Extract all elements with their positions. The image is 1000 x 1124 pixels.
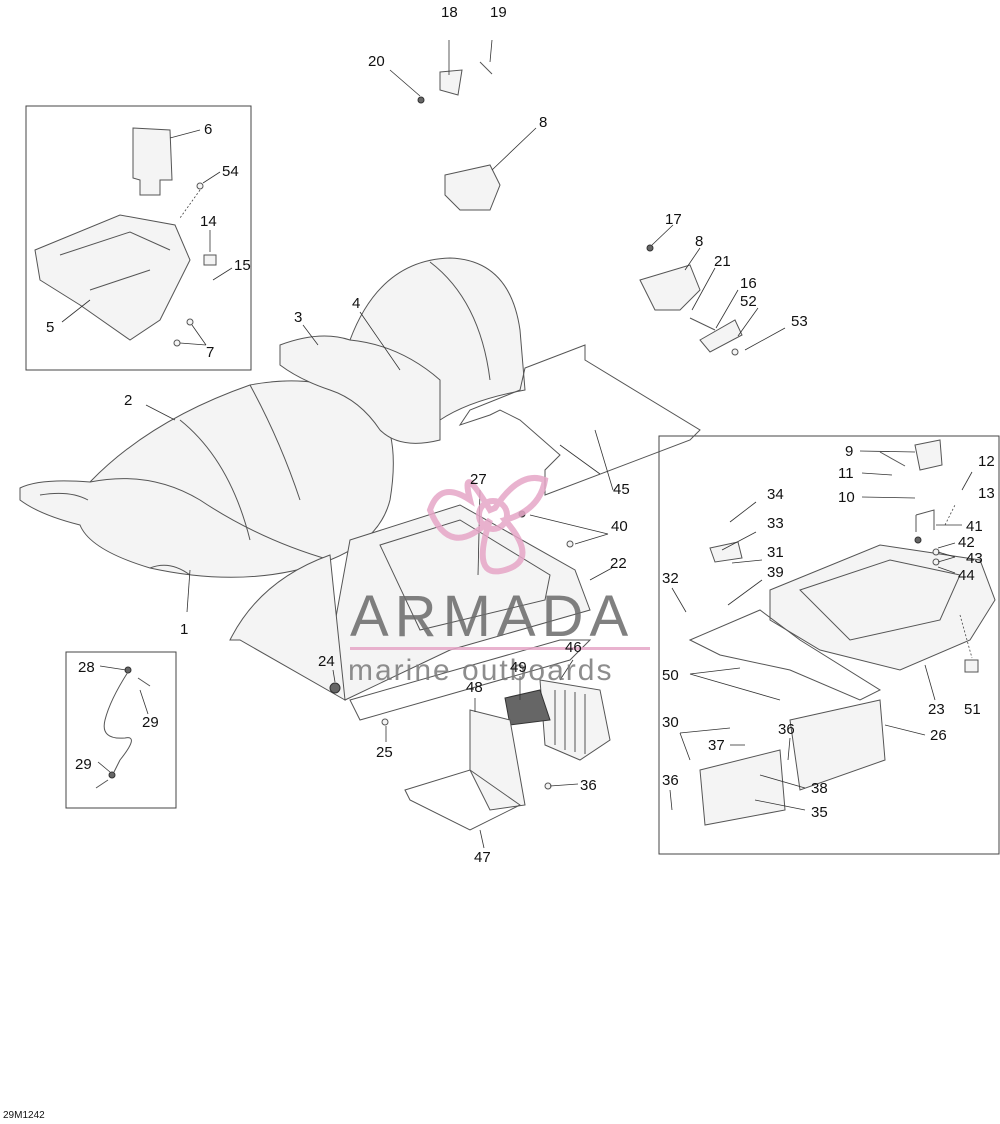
watermark-brand: ARMADA: [350, 584, 634, 649]
callout-3: 3: [294, 309, 302, 326]
part-17: [646, 244, 654, 252]
part-24: [329, 682, 341, 694]
part-seat: [19, 380, 394, 578]
part-side-panel: [504, 679, 611, 761]
callout-43: 43: [966, 550, 983, 567]
callout-6: 6: [204, 121, 212, 138]
watermark-underline: [350, 647, 650, 650]
part-52: [699, 319, 743, 353]
callout-54: 54: [222, 163, 239, 180]
leader-lines: [61, 39, 973, 849]
callout-1: 1: [180, 621, 188, 638]
callout-11: 11: [838, 465, 854, 482]
part-7a: [186, 318, 194, 326]
callout-44: 44: [958, 567, 975, 584]
watermark: ARMADA marine outboards: [348, 474, 650, 687]
part-54: [196, 182, 204, 190]
callout-13: 13: [978, 485, 995, 502]
callout-50: 50: [662, 667, 679, 684]
part-40b: [566, 540, 574, 548]
callout-36b: 36: [662, 772, 679, 789]
callout-23: 23: [928, 701, 945, 718]
callout-19: 19: [490, 4, 507, 21]
inset-frame-rack: [658, 435, 1000, 855]
callout-14: 14: [200, 213, 217, 230]
callout-51: 51: [964, 701, 981, 718]
part-14: [203, 254, 217, 266]
callout-39: 39: [767, 564, 784, 581]
part-backrest-frame: [34, 127, 191, 341]
callout-30: 30: [662, 714, 679, 731]
part-16: [689, 317, 716, 331]
callout-31: 31: [767, 544, 784, 561]
callout-20: 20: [368, 53, 385, 70]
callout-37: 37: [708, 737, 725, 754]
callout-26: 26: [930, 727, 947, 744]
callout-22: 22: [610, 555, 627, 572]
callout-17: 17: [665, 211, 682, 228]
watermark-tagline: marine outboards: [348, 654, 613, 687]
part-18: [439, 69, 463, 96]
callout-36a: 36: [778, 721, 795, 738]
callout-8b: 8: [695, 233, 703, 250]
part-lower-bin: [404, 709, 526, 831]
callout-24: 24: [318, 653, 335, 670]
callout-2: 2: [124, 392, 132, 409]
reference-code: 29M1242: [3, 1110, 45, 1121]
callout-49: 49: [510, 659, 527, 676]
callout-32: 32: [662, 570, 679, 587]
callout-48: 48: [466, 679, 483, 696]
callout-53: 53: [791, 313, 808, 330]
part-7b: [173, 339, 181, 347]
callout-16: 16: [740, 275, 757, 292]
callout-12: 12: [978, 453, 995, 470]
callout-38: 38: [811, 780, 828, 797]
part-8-right: [639, 264, 701, 311]
inset-frame-backrest: [25, 105, 252, 371]
callout-46: 46: [565, 639, 582, 656]
callout-29a: 29: [142, 714, 159, 731]
callout-40: 40: [611, 518, 628, 535]
callout-47: 47: [474, 849, 491, 866]
callout-8a: 8: [539, 114, 547, 131]
callout-21: 21: [714, 253, 731, 270]
part-rack: [688, 439, 996, 826]
callout-52: 52: [740, 293, 757, 310]
callout-9: 9: [845, 443, 853, 460]
part-tether-cord: [95, 666, 151, 789]
callout-29b: 29: [75, 756, 92, 773]
callout-25: 25: [376, 744, 393, 761]
callout-33: 33: [767, 515, 784, 532]
callout-42: 42: [958, 534, 975, 551]
part-25: [381, 718, 389, 726]
callout-34: 34: [767, 486, 784, 503]
callout-5: 5: [46, 319, 54, 336]
part-53: [731, 348, 739, 356]
callout-18: 18: [441, 4, 458, 21]
callout-36c: 36: [580, 777, 597, 794]
part-mat: [458, 344, 701, 496]
part-passenger-seat: [279, 257, 526, 444]
callout-27: 27: [470, 471, 487, 488]
callout-45: 45: [613, 481, 630, 498]
part-20: [417, 96, 425, 104]
callout-41: 41: [966, 518, 983, 535]
callout-28: 28: [78, 659, 95, 676]
callout-7: 7: [206, 344, 214, 361]
part-19: [479, 61, 493, 75]
callout-15: 15: [234, 257, 251, 274]
inset-frame-tether: [65, 651, 177, 809]
callout-4: 4: [352, 295, 360, 312]
watermark-propeller-icon: [426, 474, 549, 575]
part-8-top: [444, 164, 501, 211]
callout-labels: 1 2 3 4 5 6 7 8 8 9 10 11 12 13 14 15 16…: [46, 4, 995, 866]
callout-10: 10: [838, 489, 855, 506]
callout-35: 35: [811, 804, 828, 821]
